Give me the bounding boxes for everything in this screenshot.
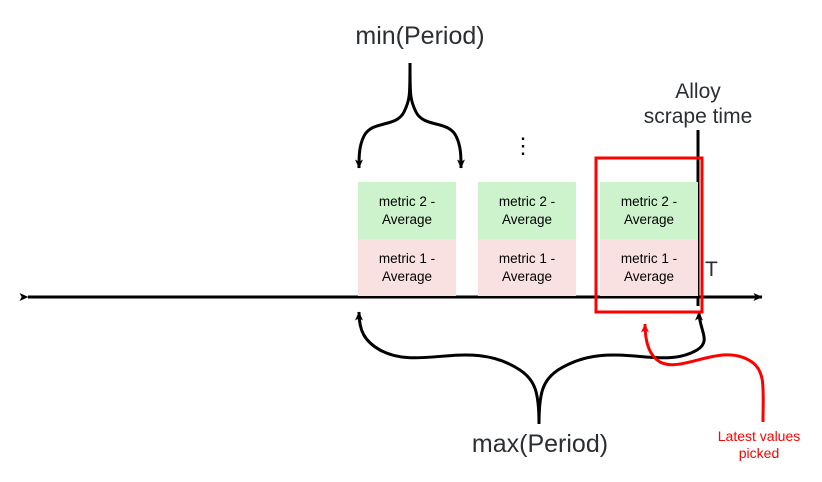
max-period-label: max(Period) <box>471 430 609 458</box>
metric-2-cell: metric 2 - Average <box>478 182 576 239</box>
ellipsis-icon: ⋮ <box>512 133 534 158</box>
metric-1-cell: metric 1 - Average <box>358 239 456 296</box>
max-period-arrow <box>355 311 706 425</box>
metric-2-cell: metric 2 - Average <box>358 182 456 239</box>
axis-label-t: T <box>705 258 718 281</box>
latest-values-picked-label: Latest values picked <box>717 428 801 461</box>
latest-values-arrow <box>641 323 765 423</box>
metric-2-cell: metric 2 - Average <box>600 182 698 239</box>
metric-1-cell: metric 1 - Average <box>600 239 698 296</box>
min-period-arrow <box>355 62 465 169</box>
min-period-label: min(Period) <box>355 22 485 50</box>
latest-period-highlight-box <box>594 156 704 314</box>
alloy-scrape-time-label: Alloy scrape time <box>643 80 753 128</box>
metric-1-cell: metric 1 - Average <box>478 239 576 296</box>
